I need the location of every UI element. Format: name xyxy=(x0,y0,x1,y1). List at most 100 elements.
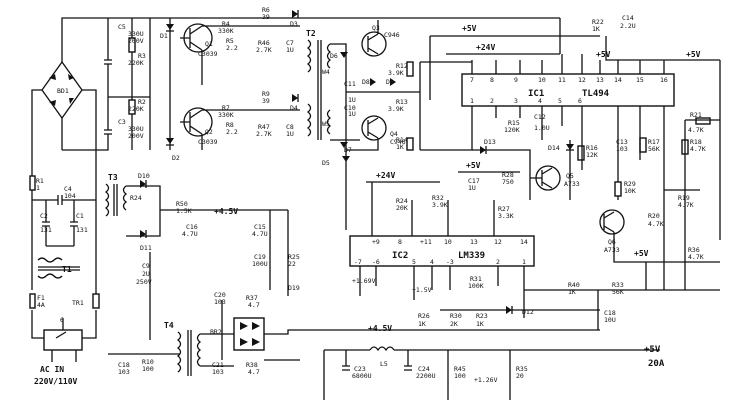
r26-value: 1K xyxy=(418,320,426,328)
r47-value: 2.7K xyxy=(256,130,272,138)
bridge-label: BD1 xyxy=(57,87,69,95)
c1-label: C1 xyxy=(76,212,84,220)
q2-label: Q2 xyxy=(205,128,213,136)
t3-transformer: T3 xyxy=(104,173,128,217)
c2-value: 131 xyxy=(40,226,52,234)
r4-label: R4 xyxy=(222,20,230,28)
ic1-pin-11: 11 xyxy=(558,76,566,84)
r36-label: R36 xyxy=(688,246,700,254)
t1-label: T1 xyxy=(62,265,72,274)
ic1-pin-14: 14 xyxy=(614,76,622,84)
r22-value: 1K xyxy=(592,25,600,33)
r38-value: 4.7 xyxy=(248,368,260,376)
c12-value: 1.0U xyxy=(534,124,550,132)
q1-part: C3039 xyxy=(198,50,218,58)
q6-label: Q6 xyxy=(608,238,616,246)
ic2-pin-6: -6 xyxy=(372,258,380,266)
r30-value: 2K xyxy=(450,320,458,328)
c10-label: C10 xyxy=(344,104,356,112)
q5-transistor: Q5 A733 xyxy=(530,165,580,191)
d10-label: D10 xyxy=(138,172,150,180)
rail-4.5v-b: +4.5V xyxy=(368,324,392,333)
r14-value: 1K xyxy=(396,143,404,151)
c9-value: 2U xyxy=(142,270,150,278)
r14-label: R14 xyxy=(396,136,408,144)
voltage-126-label: +1.26V xyxy=(474,376,498,384)
c3-voltage: 200V xyxy=(128,132,144,140)
r23-value: 1K xyxy=(476,320,484,328)
r24-value: 20K xyxy=(396,204,408,212)
q2-part: C3039 xyxy=(198,138,218,146)
ic1-pin-9: 9 xyxy=(514,76,518,84)
ic2-name: IC2 xyxy=(392,251,408,261)
c17-value: 1U xyxy=(468,184,476,192)
c24-label: C24 xyxy=(418,365,430,373)
r17-label: R17 xyxy=(648,138,660,146)
ic2-voltage-1: +1.69V xyxy=(352,277,376,285)
ic1-pin-12: 12 xyxy=(578,76,586,84)
t2-label: T2 xyxy=(306,29,316,38)
c18b-label: C18 xyxy=(604,309,616,317)
c15-value: 4.7U xyxy=(252,230,268,238)
r1-label: R1 xyxy=(36,177,44,185)
switch-number: 6 xyxy=(60,316,64,324)
c21-label: C21 xyxy=(212,361,224,369)
r8-value: 2.2 xyxy=(226,128,238,136)
d1-label: D1 xyxy=(160,32,168,40)
r32-label: R32 xyxy=(432,194,444,202)
t2-transformer: T2 W4 W5 xyxy=(306,29,332,140)
r20-label: R20 xyxy=(648,212,660,220)
r4-value: 330K xyxy=(218,27,234,35)
r2-value: 220K xyxy=(128,105,144,113)
d5-label: D5 xyxy=(322,159,330,167)
r35-label: R35 xyxy=(516,365,528,373)
c8-value: 1U xyxy=(286,130,294,138)
c1-value: 131 xyxy=(76,226,88,234)
r15-label: R15 xyxy=(508,119,520,127)
d14-label: D14 xyxy=(548,144,560,152)
tr1-varistor xyxy=(92,293,100,309)
q1-transistor: Q1 C3039 xyxy=(180,23,218,58)
c7-value: 1U xyxy=(286,46,294,54)
r17-resistor xyxy=(639,137,647,153)
ic1-pin-2: 2 xyxy=(490,97,494,105)
d9-label: D9 xyxy=(386,78,394,86)
c12-label: C12 xyxy=(534,113,546,121)
t3-label: T3 xyxy=(108,173,118,182)
r32-value: 3.9K xyxy=(432,201,448,209)
d12-label: D12 xyxy=(522,308,534,316)
c8-label: C8 xyxy=(286,123,294,131)
ic2-lm339: IC2 LM339 +9 8 +11 10 13 12 14 -7 -6 5 4… xyxy=(349,235,535,267)
r29-value: 10K xyxy=(624,187,636,195)
c20-value: 103 xyxy=(214,298,226,306)
c9-label: C9 xyxy=(142,262,150,270)
r33-label: R33 xyxy=(612,281,624,289)
ic2-pin-2: 2 xyxy=(496,258,500,266)
ic2-pin-11: +11 xyxy=(420,238,432,246)
ic1-pin-4: 4 xyxy=(538,97,542,105)
fuse-label: F1 xyxy=(37,294,45,302)
c3-label: C3 xyxy=(118,118,126,126)
ic2-pin-14: 14 xyxy=(520,238,528,246)
w5-label: W5 xyxy=(322,120,330,128)
ic1-pin-5: 5 xyxy=(558,97,562,105)
r21-resistor xyxy=(695,117,711,125)
r28-label: R28 xyxy=(502,171,514,179)
r27-label: R27 xyxy=(498,205,510,213)
bridge-rectifier: BD1 xyxy=(41,60,83,120)
c13-value: 103 xyxy=(616,145,628,153)
rail-5v-mid: +5V xyxy=(466,161,481,170)
c10-value: 1U xyxy=(348,110,356,118)
ic1-pin-16: 16 xyxy=(660,76,668,84)
r16-resistor xyxy=(577,145,585,161)
c16-value: 4.7U xyxy=(182,230,198,238)
r46-value: 2.7K xyxy=(256,46,272,54)
q1-label: Q1 xyxy=(205,40,213,48)
ic2-pin-4: 4 xyxy=(430,258,434,266)
c16-label: C16 xyxy=(186,223,198,231)
c21-value: 103 xyxy=(212,368,224,376)
ic1-part: TL494 xyxy=(582,89,610,99)
tr1-label: TR1 xyxy=(72,299,84,307)
t1-choke: T1 xyxy=(37,257,80,279)
ic2-pin-7: -7 xyxy=(354,258,362,266)
